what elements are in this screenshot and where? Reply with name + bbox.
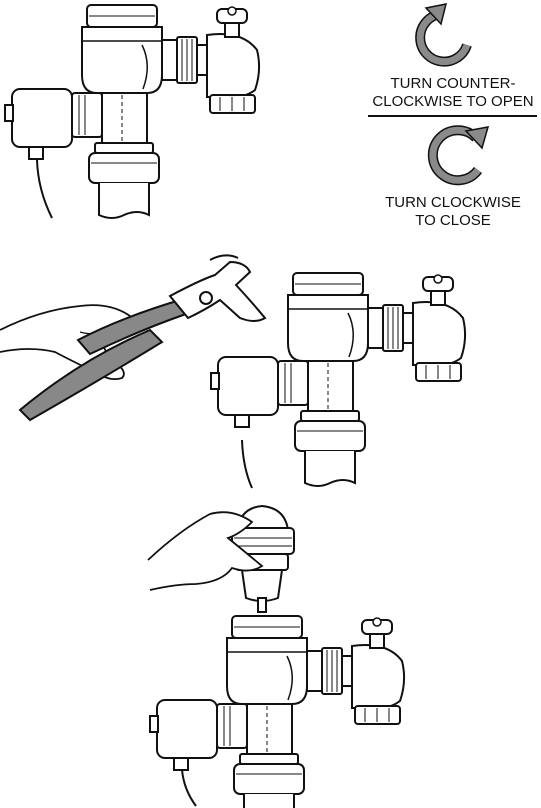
close-instruction-line2: TO CLOSE <box>415 212 491 229</box>
wrench-icon <box>18 254 267 422</box>
close-instruction-line1: TURN CLOCKWISE <box>385 194 521 211</box>
open-instruction-line1: TURN COUNTER- <box>391 75 516 92</box>
middle-solenoid-wire <box>241 439 253 489</box>
hand-icon <box>147 511 264 591</box>
counterclockwise-arrow-icon <box>415 3 472 67</box>
clockwise-arrow-icon <box>427 125 490 186</box>
open-instruction-line2: CLOCKWISE TO OPEN <box>372 93 533 110</box>
top-valve-assembly <box>4 4 261 219</box>
bottom-solenoid-wire <box>181 769 197 807</box>
top-solenoid-wire <box>36 159 53 219</box>
bottom-valve-assembly <box>149 615 406 808</box>
